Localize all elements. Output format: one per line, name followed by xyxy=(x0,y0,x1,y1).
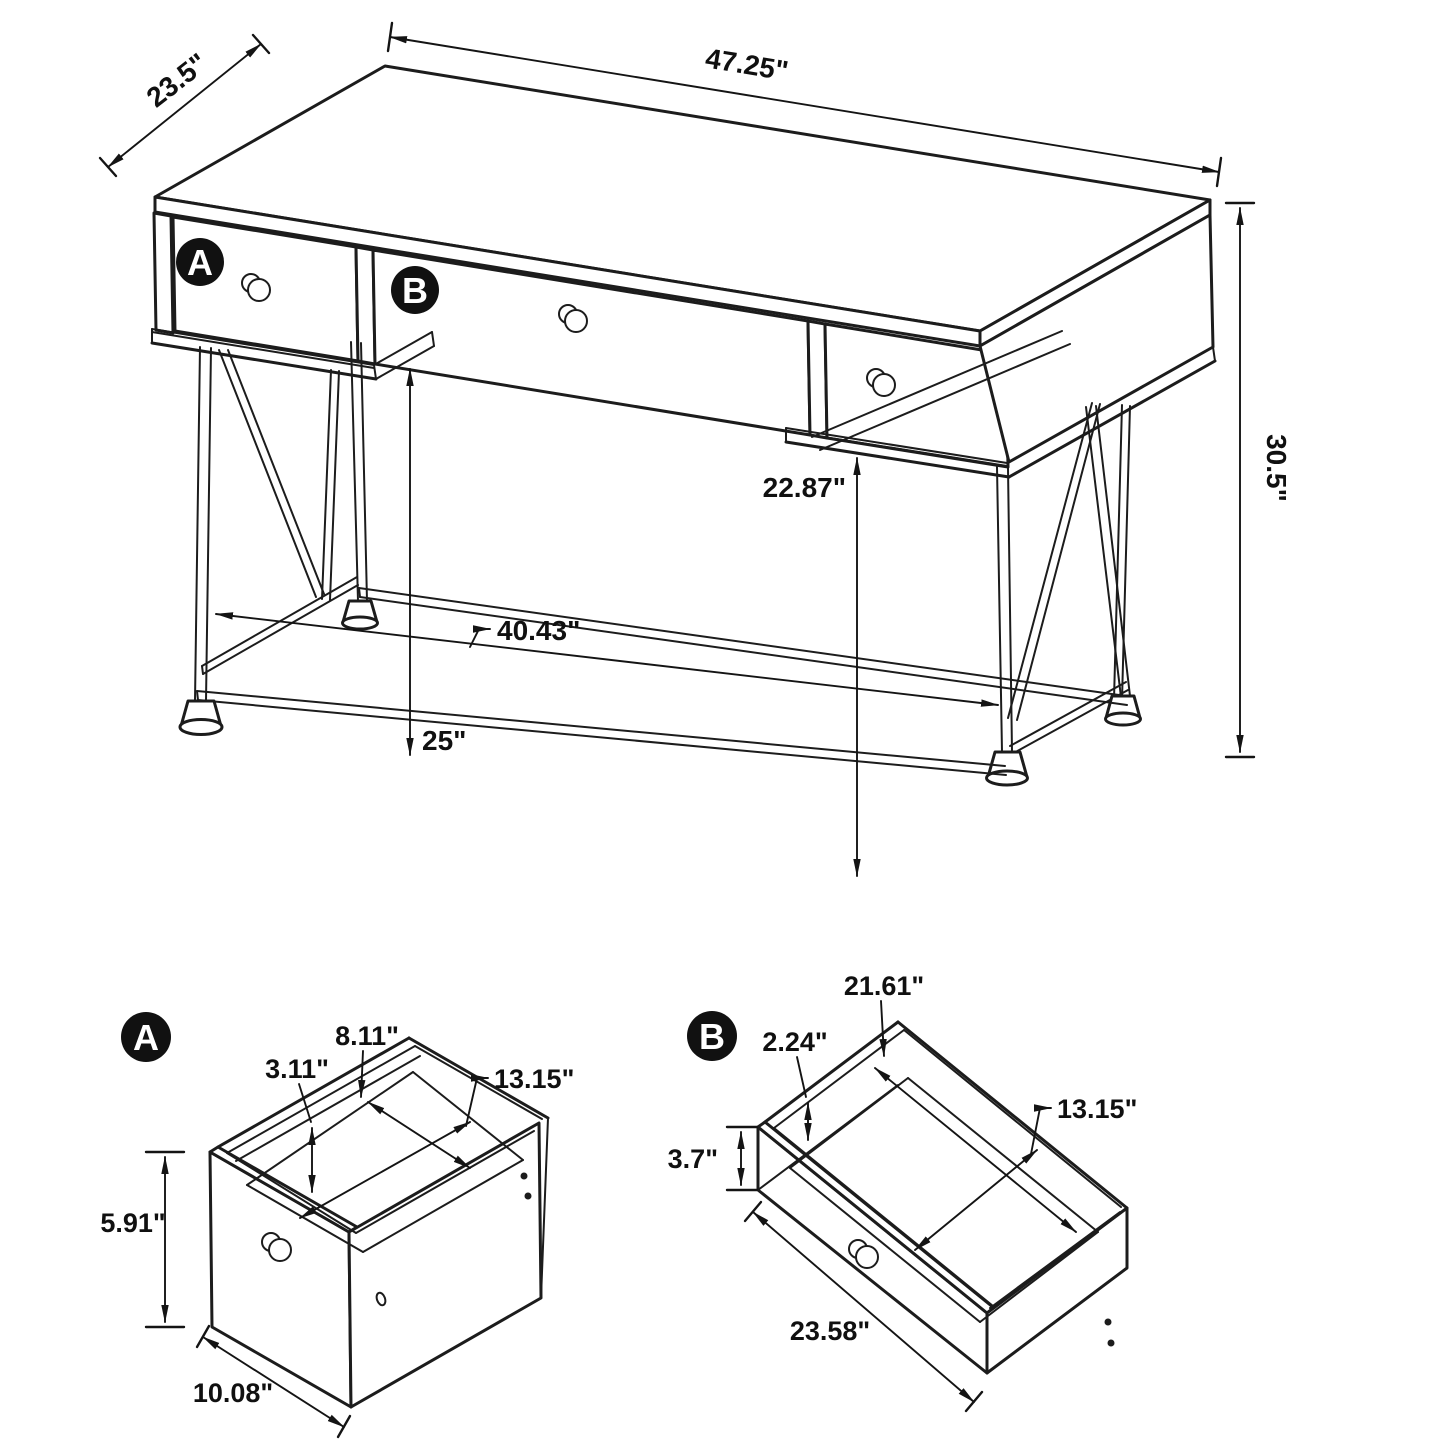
knee-clearance-label: 25" xyxy=(422,725,466,756)
b-interior-width-label: 21.61" xyxy=(844,971,924,1001)
detail-a-badge: A xyxy=(121,1012,171,1062)
a-front-height-label: 5.91" xyxy=(100,1208,165,1238)
dimension-a-interior-height: 3.11" xyxy=(265,1054,329,1193)
dimension-a-interior-depth: 13.15" xyxy=(299,1064,574,1219)
detail-b-badge: B xyxy=(687,1011,737,1061)
dimension-b-front-height: 3.7" xyxy=(668,1125,759,1192)
drawer-b-badge-letter: B xyxy=(402,270,428,311)
a-interior-height-label: 3.11" xyxy=(265,1054,329,1084)
b-interior-height-label: 2.24" xyxy=(762,1027,827,1057)
drawer-b-badge: B xyxy=(391,266,439,314)
drawer-a-badge: A xyxy=(176,238,224,286)
detail-view-a: A xyxy=(100,1012,574,1439)
b-front-width-label: 23.58" xyxy=(790,1316,870,1346)
desk-isometric-view: A B 23.5" 47.25" 30.5" xyxy=(98,21,1292,877)
dimension-knee-clearance: 25" xyxy=(406,368,466,756)
top-depth-label: 23.5" xyxy=(141,47,213,113)
detail-a-badge-letter: A xyxy=(133,1017,159,1058)
dimension-b-interior-height: 2.24" xyxy=(762,1027,828,1141)
dimension-side-drawer-clearance: 22.87" xyxy=(763,457,861,877)
a-front-width-label: 10.08" xyxy=(193,1378,273,1408)
leg-span-label: 40.43" xyxy=(497,615,580,646)
a-interior-back-width-label: 8.11" xyxy=(335,1021,399,1051)
drawer-right-knob xyxy=(866,368,896,397)
a-interior-depth-label: 13.15" xyxy=(494,1064,574,1094)
b-front-height-label: 3.7" xyxy=(668,1144,718,1174)
side-drawer-clearance-label: 22.87" xyxy=(763,472,846,503)
drawer-a-badge-letter: A xyxy=(187,242,213,283)
dimension-overall-height: 30.5" xyxy=(1224,201,1292,759)
detail-b-badge-letter: B xyxy=(699,1016,725,1057)
dimension-a-front-width: 10.08" xyxy=(193,1324,352,1439)
left-leg-assembly xyxy=(178,341,379,736)
drawer-b-knob xyxy=(558,304,588,333)
dimension-leg-span: 40.43" xyxy=(215,612,999,707)
drawer-a-knob xyxy=(241,273,271,302)
detail-view-b: B 21.61" xyxy=(668,971,1137,1413)
detail-a-knob xyxy=(261,1232,292,1262)
overall-height-label: 30.5" xyxy=(1261,434,1292,502)
top-width-label: 47.25" xyxy=(703,42,790,86)
stretcher-bars xyxy=(196,587,1128,776)
b-interior-depth-label: 13.15" xyxy=(1057,1094,1137,1124)
right-leg-assembly xyxy=(985,402,1142,787)
dimension-a-front-height: 5.91" xyxy=(100,1150,186,1329)
dimension-b-front-width: 23.58" xyxy=(743,1200,984,1413)
